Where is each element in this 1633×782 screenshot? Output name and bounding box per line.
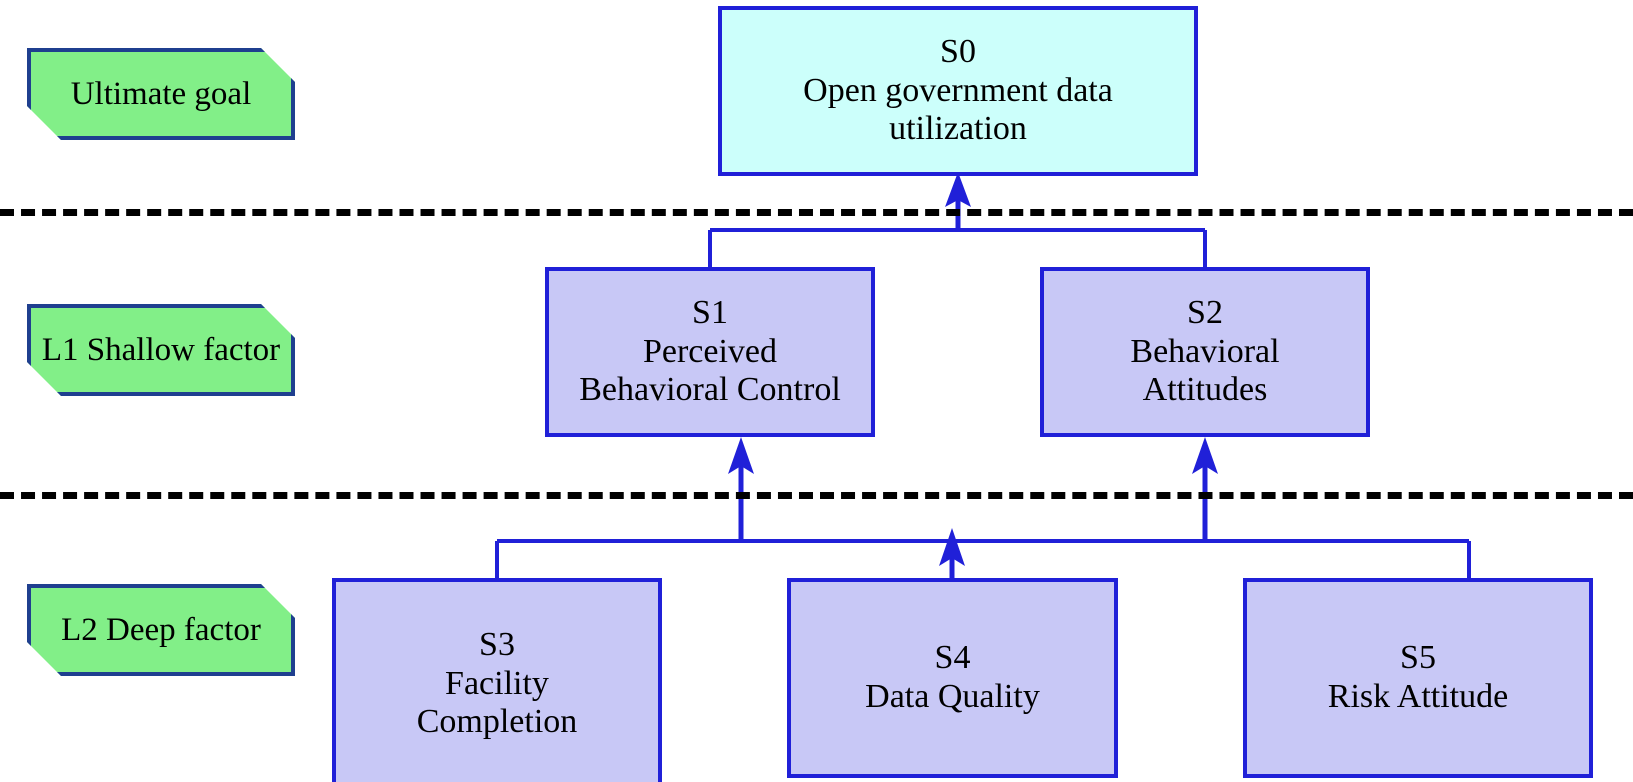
legend-l1-label: L1 Shallow factor [42, 331, 280, 369]
node-line: Behavioral [1130, 332, 1280, 370]
arrowhead-to-s1 [728, 437, 754, 474]
node-s3[interactable]: S3 Facility Completion [332, 578, 662, 782]
node-line: Facility [445, 664, 549, 702]
arrowhead-to-s0 [945, 172, 971, 207]
legend-l2-label: L2 Deep factor [61, 611, 261, 649]
legend-ultimate-goal-label: Ultimate goal [71, 75, 252, 113]
edge-group-l2-to-l1 [495, 539, 1471, 578]
node-line: Attitudes [1142, 371, 1268, 409]
node-s1[interactable]: S1 Perceived Behavioral Control [545, 267, 875, 437]
node-s4-label: S4 Data Quality [865, 639, 1040, 717]
node-line: Completion [416, 703, 578, 741]
node-line: Open government data [803, 71, 1113, 109]
legend-line: L2 [61, 611, 98, 648]
legend-line: L1 [41, 331, 79, 368]
node-line: S0 [940, 32, 976, 70]
legend-l2[interactable]: L2 Deep factor [27, 584, 295, 676]
node-s3-label: S3 Facility Completion [417, 626, 578, 742]
node-s4[interactable]: S4 Data Quality [787, 578, 1118, 778]
node-line: Perceived [642, 332, 778, 370]
node-s2-label: S2 Behavioral Attitudes [1130, 294, 1279, 410]
node-s2[interactable]: S2 Behavioral Attitudes [1040, 267, 1370, 437]
node-s5[interactable]: S5 Risk Attitude [1243, 578, 1593, 778]
legend-l1[interactable]: L1 Shallow factor [27, 304, 295, 396]
legend-line: Shallow factor [86, 331, 281, 368]
arrowhead-s4-to-bus [939, 528, 965, 566]
node-line: Risk Attitude [1327, 678, 1509, 715]
node-s5-label: S5 Risk Attitude [1328, 639, 1508, 717]
node-line: S2 [1187, 293, 1223, 331]
arrowhead-to-s2 [1192, 437, 1218, 474]
legend-line: Ultimate goal [70, 75, 252, 112]
node-line: S4 [934, 639, 971, 677]
node-s0[interactable]: S0 Open government data utilization [718, 6, 1198, 176]
node-s0-label: S0 Open government data utilization [803, 33, 1113, 149]
edge-group-l1-to-goal [708, 228, 1207, 267]
legend-ultimate-goal[interactable]: Ultimate goal [27, 48, 295, 140]
node-line: S5 [1400, 639, 1436, 677]
legend-line: Deep factor [106, 611, 261, 648]
divider-l1-l2 [0, 492, 1633, 499]
node-line: S3 [479, 625, 515, 663]
node-s1-label: S1 Perceived Behavioral Control [579, 294, 841, 410]
node-line: Behavioral Control [579, 371, 841, 409]
node-line: utilization [889, 110, 1027, 148]
divider-goal-l1 [0, 209, 1633, 216]
node-line: S1 [692, 293, 728, 331]
node-line: Data Quality [865, 678, 1040, 715]
